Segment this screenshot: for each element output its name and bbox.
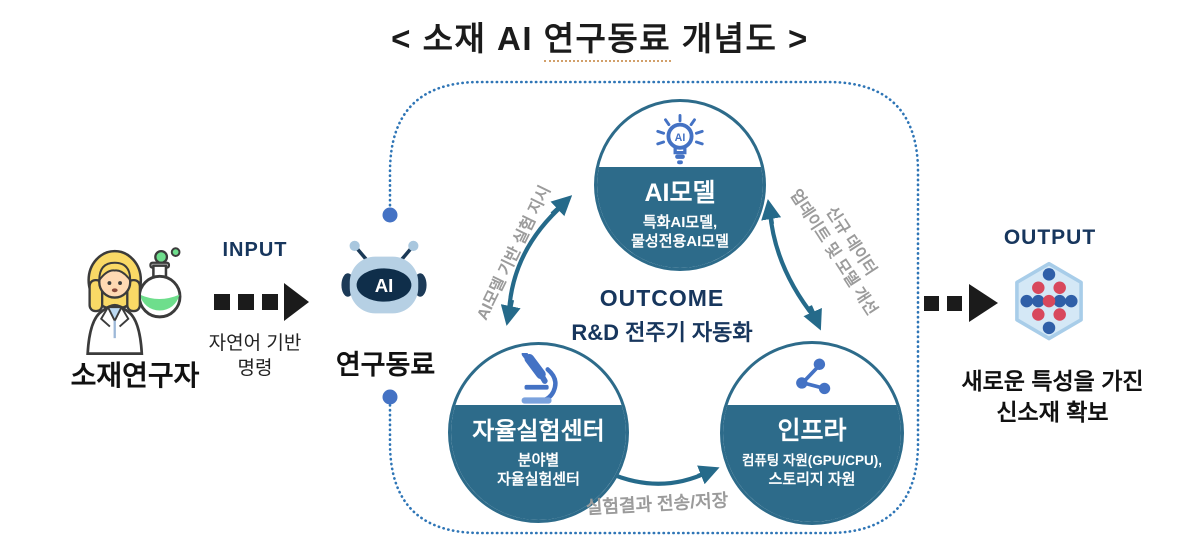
input-description-line2: 명령 <box>237 358 273 379</box>
cycle-dotted-border <box>388 80 920 535</box>
node-infra-title: 인프라 <box>777 416 847 445</box>
node-auto-lab-line2: 자율실험센터 <box>497 470 580 488</box>
output-heading: OUTPUT <box>1003 226 1097 249</box>
outcome-subheading: R&D 전주기 자동화 <box>571 320 753 345</box>
lightbulb-icon: AI <box>656 114 704 165</box>
input-description: 자연어 기반 명령 <box>192 331 318 381</box>
border-endpoint-dot-bottom <box>382 389 398 405</box>
node-ai-model-title: AI모델 <box>644 178 716 207</box>
input-description-line1: 자연어 기반 <box>208 333 302 354</box>
researcher-illustration <box>86 247 182 355</box>
page-title-suffix: 개념도 > <box>671 20 809 57</box>
share-icon <box>796 358 831 395</box>
border-endpoint-dot-top <box>382 207 398 223</box>
page-title-underlined: 연구동료 <box>543 20 672 62</box>
page-title-prefix: < 소재 AI <box>391 20 544 57</box>
cycle-arrow-right <box>761 199 822 331</box>
page-title: < 소재 AI 연구동료 개념도 > <box>0 12 1200 62</box>
robot-visor <box>356 268 412 302</box>
robot-icon: AI <box>341 240 427 314</box>
outcome-block: OUTCOME R&D 전주기 자동화 <box>562 285 762 347</box>
molecule-icon <box>1015 261 1083 341</box>
researcher-label: 소재연구자 <box>70 360 200 391</box>
node-ai-model: AI AI모델 특화AI모델, 물성전용AI모델 <box>594 99 766 271</box>
scientist-figure <box>86 249 144 355</box>
robot-ai-badge: AI <box>375 275 394 296</box>
node-auto-lab: 자율실험센터 분야별 자율실험센터 <box>448 342 629 523</box>
node-infra-line2: 스토리지 자원 <box>768 470 856 488</box>
node-ai-model-line1: 특화AI모델, <box>642 213 718 231</box>
node-ai-model-panel: AI모델 특화AI모델, 물성전용AI모델 <box>597 166 763 268</box>
node-infra-line1: 컴퓨팅 자원(GPU/CPU), <box>741 452 883 468</box>
flask-icon <box>137 247 182 319</box>
node-auto-lab-title: 자율실험센터 <box>472 417 605 445</box>
node-auto-lab-line1: 분야별 <box>517 451 560 469</box>
output-description-line1: 새로운 특성을 가진 <box>961 368 1144 394</box>
output-description: 새로운 특성을 가진 신소재 확보 <box>950 366 1155 428</box>
microscope-icon <box>521 353 558 404</box>
node-auto-lab-panel: 자율실험센터 분야별 자율실험센터 <box>451 404 626 520</box>
node-ai-model-line2: 물성전용AI모델 <box>631 232 729 250</box>
output-arrow-icon <box>924 284 998 322</box>
lightbulb-ai-badge: AI <box>675 132 686 144</box>
input-arrow-icon <box>214 283 309 321</box>
cycle-arrow-left <box>500 195 573 326</box>
robot-label: 연구동료 <box>335 350 436 380</box>
input-heading: INPUT <box>222 239 288 261</box>
outcome-heading: OUTCOME <box>599 285 725 311</box>
output-description-line2: 신소재 확보 <box>996 399 1109 425</box>
node-infra: 인프라 컴퓨팅 자원(GPU/CPU), 스토리지 자원 <box>720 341 904 525</box>
node-infra-panel: 인프라 컴퓨팅 자원(GPU/CPU), 스토리지 자원 <box>723 404 901 522</box>
